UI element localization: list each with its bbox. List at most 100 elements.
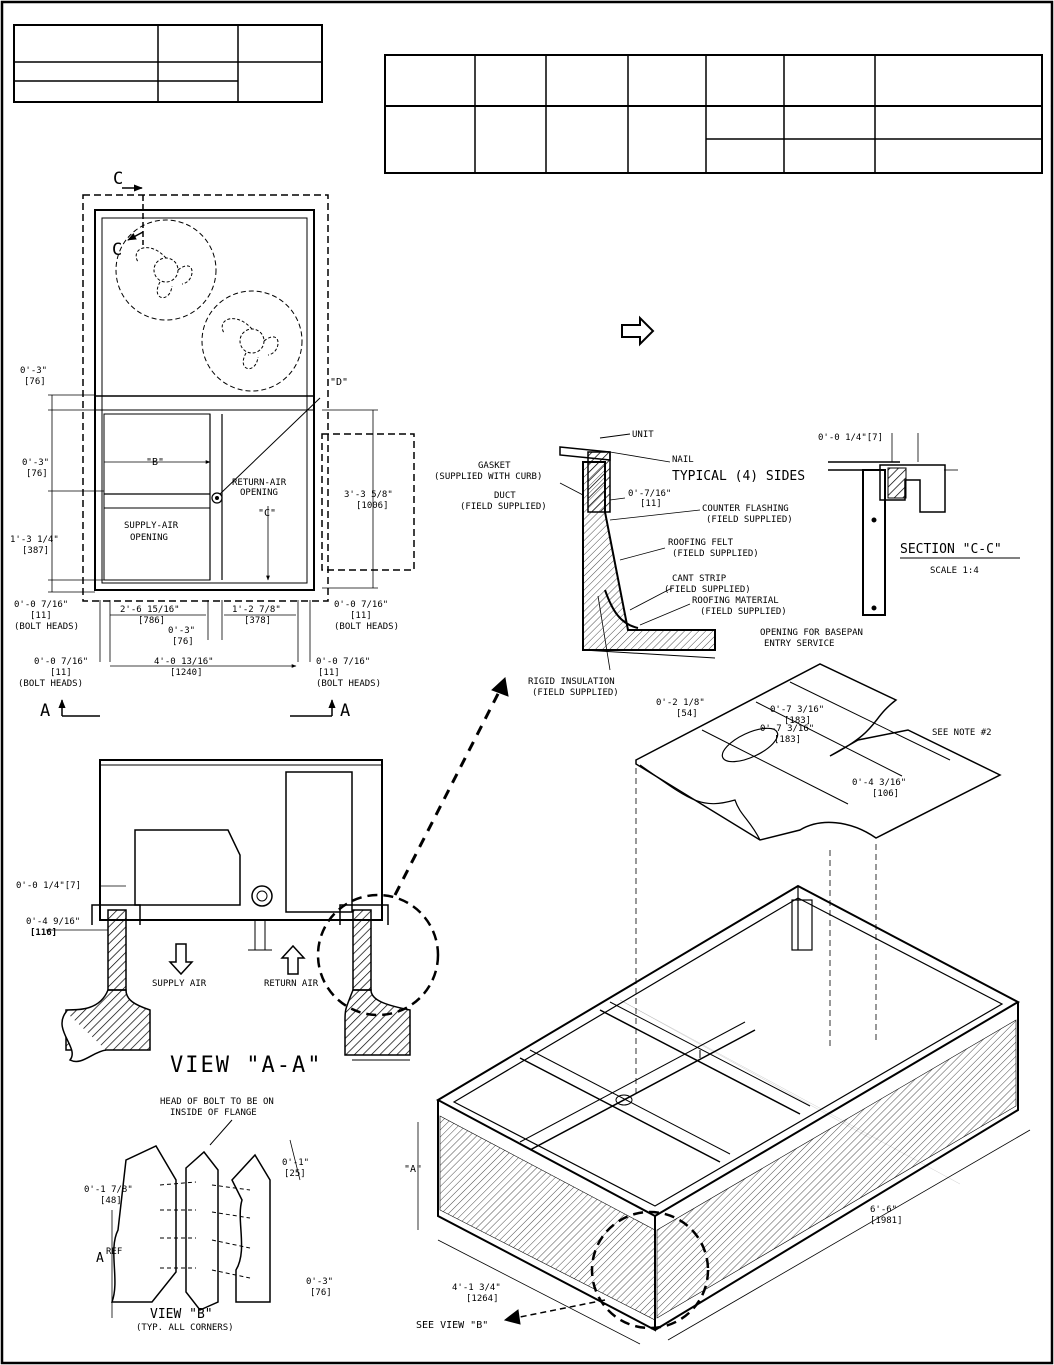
rigid-insulation-label-2: (FIELD SUPPLIED) bbox=[532, 688, 619, 698]
supply-air-label: SUPPLY AIR bbox=[152, 979, 207, 989]
dim-0-4-9-16-mm: [116] bbox=[30, 928, 57, 938]
section-cc-title: SECTION "C-C" bbox=[900, 542, 1002, 557]
view-b-labels: HEAD OF BOLT TO BE ON INSIDE OF FLANGE 0… bbox=[84, 1097, 333, 1333]
dim-6-6-mm: [1981] bbox=[870, 1216, 903, 1226]
plan-view bbox=[48, 184, 415, 717]
small-table bbox=[13, 24, 323, 103]
see-view-b-label: SEE VIEW "B" bbox=[416, 1320, 488, 1331]
dim-bolt-left-2-mm: [11] bbox=[50, 668, 72, 678]
see-note-label: SEE NOTE #2 bbox=[932, 728, 992, 738]
dim-0-2-1-8-mm: [54] bbox=[676, 709, 698, 719]
dim-bolt-right-2-mm: [11] bbox=[318, 668, 340, 678]
cant-strip-label-1: CANT STRIP bbox=[672, 574, 727, 584]
section-cut-label-top: C bbox=[113, 169, 124, 189]
dim-bolt-right-note: (BOLT HEADS) bbox=[334, 622, 399, 632]
ref-label: REF bbox=[106, 1247, 122, 1257]
return-air-opening-label-2: OPENING bbox=[240, 488, 278, 498]
dim-0-7-16: 0'-7/16" bbox=[628, 489, 671, 499]
curb-a-label: "A" bbox=[404, 1164, 422, 1175]
dim-0-2-1-8: 0'-2 1/8" bbox=[656, 698, 705, 708]
cant-strip-label-2: (FIELD SUPPLIED) bbox=[664, 585, 751, 595]
view-aa bbox=[46, 677, 509, 1063]
view-b bbox=[110, 1119, 301, 1318]
dim-0-7-3-16-a-mm: [183] bbox=[784, 716, 811, 726]
detail-d-label: "D" bbox=[330, 377, 348, 388]
section-cc-labels: 0'-0 1/4"[7] SECTION "C-C" SCALE 1:4 bbox=[818, 433, 1020, 576]
dim-4-0-13-16-mm: [1240] bbox=[170, 668, 203, 678]
nail-label: NAIL bbox=[672, 455, 694, 465]
large-table bbox=[384, 54, 1043, 174]
flashing-detail bbox=[559, 433, 716, 671]
dim-0-1-7-8-mm: [48] bbox=[100, 1196, 122, 1206]
return-air-label: RETURN AIR bbox=[264, 979, 319, 989]
roofing-material-label-2: (FIELD SUPPLIED) bbox=[700, 607, 787, 617]
dim-1-2-7-8: 1'-2 7/8" bbox=[232, 605, 281, 615]
dim-bolt-left-2-note: (BOLT HEADS) bbox=[18, 679, 83, 689]
dim-0-3-viewb: 0'-3" bbox=[306, 1277, 333, 1287]
dim-0-7-3-16-b-mm: [183] bbox=[774, 735, 801, 745]
isometric-labels: OPENING FOR BASEPAN ENTRY SERVICE 0'-7 3… bbox=[404, 628, 992, 1331]
view-a-left-marker: A bbox=[40, 701, 51, 721]
dim-3-3-5-8: 3'-3 5/8" bbox=[344, 490, 393, 500]
head-of-bolt-label-1: HEAD OF BOLT TO BE ON bbox=[160, 1097, 274, 1107]
dim-0-3-bottom: 0'-3" bbox=[168, 626, 195, 636]
dim-0-7-3-16-a: 0'-7 3/16" bbox=[770, 705, 824, 715]
counter-flashing-label-2: (FIELD SUPPLIED) bbox=[706, 515, 793, 525]
dim-2-6-15-16: 2'-6 15/16" bbox=[120, 605, 180, 615]
dim-6-6: 6'-6" bbox=[870, 1205, 897, 1215]
view-aa-title: VIEW "A-A" bbox=[170, 1053, 322, 1078]
dim-0-4-3-16: 0'-4 3/16" bbox=[852, 778, 906, 788]
view-b-note: (TYP. ALL CORNERS) bbox=[136, 1323, 234, 1333]
plan-view-labels: C C "D" "B" "C" RETURN-AIR OPENING SUPPL… bbox=[10, 169, 399, 721]
dim-3-3-5-8-mm: [1006] bbox=[356, 501, 389, 511]
unit-label: UNIT bbox=[632, 430, 654, 440]
gasket-label-2: (SUPPLIED WITH CURB) bbox=[434, 472, 542, 482]
dim-4-1-3-4: 4'-1 3/4" bbox=[452, 1283, 501, 1293]
dim-1-3-1-4: 1'-3 1/4" bbox=[10, 535, 59, 545]
section-cc bbox=[828, 433, 958, 616]
dim-bolt-left-note: (BOLT HEADS) bbox=[14, 622, 79, 632]
arrow-right-icon bbox=[621, 315, 655, 347]
dim-bolt-right: 0'-0 7/16" bbox=[334, 600, 388, 610]
dim-0-3-top-mm: [76] bbox=[24, 377, 46, 387]
detail-b-label: "B" bbox=[146, 457, 164, 468]
typical-sides-label: TYPICAL (4) SIDES bbox=[672, 469, 805, 484]
dim-1-3-1-4-mm: [387] bbox=[22, 546, 49, 556]
section-cut-label-arrow: C bbox=[112, 240, 123, 260]
dim-bolt-right-2: 0'-0 7/16" bbox=[316, 657, 370, 667]
dim-0-3-bottom-mm: [76] bbox=[172, 637, 194, 647]
a-ref-label: A bbox=[96, 1251, 104, 1266]
detail-c-label: "C" bbox=[258, 508, 276, 519]
dim-0-3-top: 0'-3" bbox=[20, 366, 47, 376]
counter-flashing-label-1: COUNTER FLASHING bbox=[702, 504, 789, 514]
view-aa-labels: 0'-0 1/4"[7] 0'-4 9/16" [116] SUPPLY AIR… bbox=[16, 881, 322, 1078]
gasket-label-1: GASKET bbox=[478, 461, 511, 471]
return-air-opening-label-1: RETURN-AIR bbox=[232, 478, 287, 488]
opening-basepan-label-2: ENTRY SERVICE bbox=[764, 639, 834, 649]
supply-air-opening-label-1: SUPPLY-AIR bbox=[124, 521, 179, 531]
roofing-felt-label-2: (FIELD SUPPLIED) bbox=[672, 549, 759, 559]
opening-basepan-label-1: OPENING FOR BASEPAN bbox=[760, 628, 863, 638]
scale-label: SCALE 1:4 bbox=[930, 566, 979, 576]
dim-bolt-right-mm: [11] bbox=[350, 611, 372, 621]
dim-bolt-right-2-note: (BOLT HEADS) bbox=[316, 679, 381, 689]
dim-0-0-1-4-cc: 0'-0 1/4"[7] bbox=[818, 433, 883, 443]
dim-2-6-15-16-mm: [786] bbox=[138, 616, 165, 626]
isometric-curb bbox=[417, 663, 1031, 1345]
rigid-insulation-label-1: RIGID INSULATION bbox=[528, 677, 615, 687]
roofing-felt-label-1: ROOFING FELT bbox=[668, 538, 734, 548]
dim-4-1-3-4-mm: [1264] bbox=[466, 1294, 499, 1304]
dim-0-7-3-16-b: 0'-7 3/16" bbox=[760, 724, 814, 734]
dim-0-3-mid: 0'-3" bbox=[22, 458, 49, 468]
dim-0-3-mid-mm: [76] bbox=[26, 469, 48, 479]
dim-0-4-9-16: 0'-4 9/16" bbox=[26, 917, 80, 927]
dim-0-4-3-16-mm: [106] bbox=[872, 789, 899, 799]
head-of-bolt-label-2: INSIDE OF FLANGE bbox=[170, 1108, 257, 1118]
dim-bolt-left: 0'-0 7/16" bbox=[14, 600, 68, 610]
duct-label-1: DUCT bbox=[494, 491, 516, 501]
dim-bolt-left-mm: [11] bbox=[30, 611, 52, 621]
duct-label-2: (FIELD SUPPLIED) bbox=[460, 502, 547, 512]
supply-air-opening-label-2: OPENING bbox=[130, 533, 168, 543]
flashing-detail-labels: UNIT NAIL GASKET (SUPPLIED WITH CURB) TY… bbox=[434, 430, 805, 698]
